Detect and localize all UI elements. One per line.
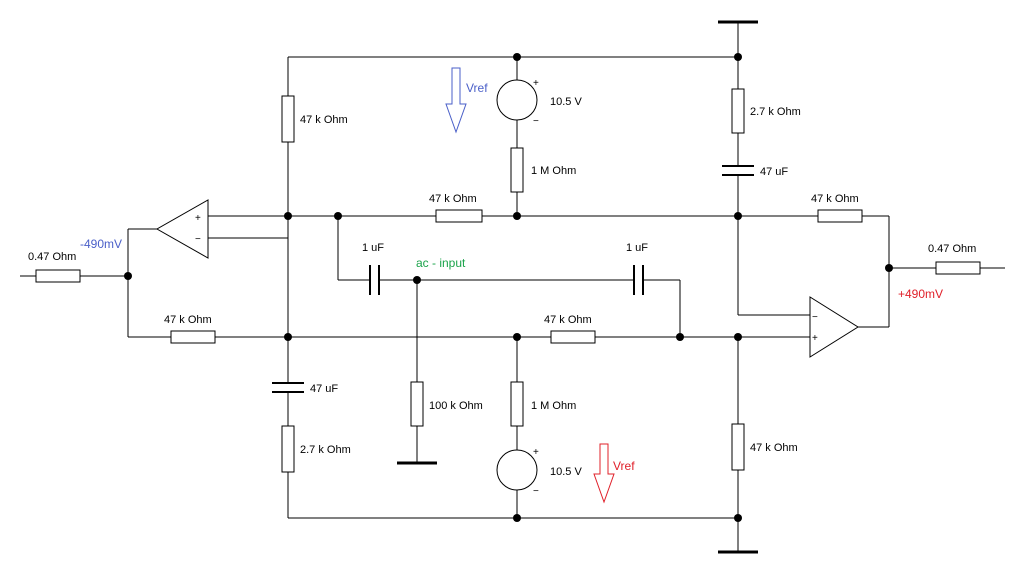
wires xyxy=(20,22,1005,552)
resistor-2k7-bottom xyxy=(281,425,295,473)
resistor-47k-bottom-mid xyxy=(550,330,596,344)
resistor-047-right xyxy=(935,261,981,275)
label-vs-top: 10.5 V xyxy=(550,96,582,108)
opamp-left-plus: + xyxy=(195,213,201,224)
opamp-right-plus: + xyxy=(812,333,818,344)
resistor-47k-right-bottom xyxy=(731,423,745,471)
vref-top-arrow-icon xyxy=(445,67,467,134)
label-r-1m-top: 1 M Ohm xyxy=(531,165,576,177)
vs-top-plus: + xyxy=(533,78,539,89)
capacitor-47uf-top xyxy=(722,165,754,176)
vs-bot-plus: + xyxy=(533,447,539,458)
label-r-1m-bot: 1 M Ohm xyxy=(531,400,576,412)
capacitor-1uf-right xyxy=(633,265,644,295)
opamp-left: + − xyxy=(155,199,209,259)
resistor-1m-top xyxy=(510,147,524,193)
vref-bottom-arrow-icon xyxy=(593,443,615,504)
label-r-top-mid: 47 k Ohm xyxy=(429,193,477,205)
resistor-100k xyxy=(410,381,424,427)
label-r-100k: 100 k Ohm xyxy=(429,400,483,412)
resistor-47k-feedback-right xyxy=(817,209,863,223)
label-v-out-neg: -490mV xyxy=(80,237,122,251)
capacitor-47uf-bottom xyxy=(272,382,304,393)
label-r-47k-right-bot: 47 k Ohm xyxy=(750,442,798,454)
resistor-47k-top-left xyxy=(281,95,295,143)
capacitor-1uf-left xyxy=(369,265,380,295)
voltage-source-top: + − xyxy=(496,78,539,127)
label-r-2k7-top: 2.7 k Ohm xyxy=(750,106,801,118)
opamp-right: − + xyxy=(809,296,859,358)
opamp-right-minus: − xyxy=(812,312,818,323)
label-r-out-right: 0.47 Ohm xyxy=(928,243,976,255)
label-c-47-top: 47 uF xyxy=(760,166,788,178)
voltage-source-bottom: + − xyxy=(496,447,539,497)
label-c-in-right: 1 uF xyxy=(626,242,648,254)
vs-bot-minus: − xyxy=(533,486,539,497)
label-c-47-bot: 47 uF xyxy=(310,383,338,395)
resistor-47k-feedback-left xyxy=(170,330,216,344)
label-r-bot-mid: 47 k Ohm xyxy=(544,314,592,326)
label-vs-bot: 10.5 V xyxy=(550,466,582,478)
label-ac-input: ac - input xyxy=(416,256,466,270)
label-c-in-left: 1 uF xyxy=(362,242,384,254)
junction-dots xyxy=(124,53,893,522)
label-r-out-left: 0.47 Ohm xyxy=(28,251,76,263)
label-r-fb-right: 47 k Ohm xyxy=(811,193,859,205)
label-vref-top: Vref xyxy=(466,81,488,95)
vs-top-minus: − xyxy=(533,116,539,127)
resistor-2k7-top xyxy=(731,88,745,134)
resistor-047-left xyxy=(35,269,81,283)
label-v-out-pos: +490mV xyxy=(898,287,943,301)
label-r-fb-left: 47 k Ohm xyxy=(164,314,212,326)
label-r-2k7-bot: 2.7 k Ohm xyxy=(300,444,351,456)
label-r-top-left: 47 k Ohm xyxy=(300,114,348,126)
resistor-1m-bottom xyxy=(510,381,524,427)
opamp-left-minus: − xyxy=(195,234,201,245)
resistor-47k-top-mid xyxy=(435,209,483,223)
label-vref-bot: Vref xyxy=(613,459,635,473)
